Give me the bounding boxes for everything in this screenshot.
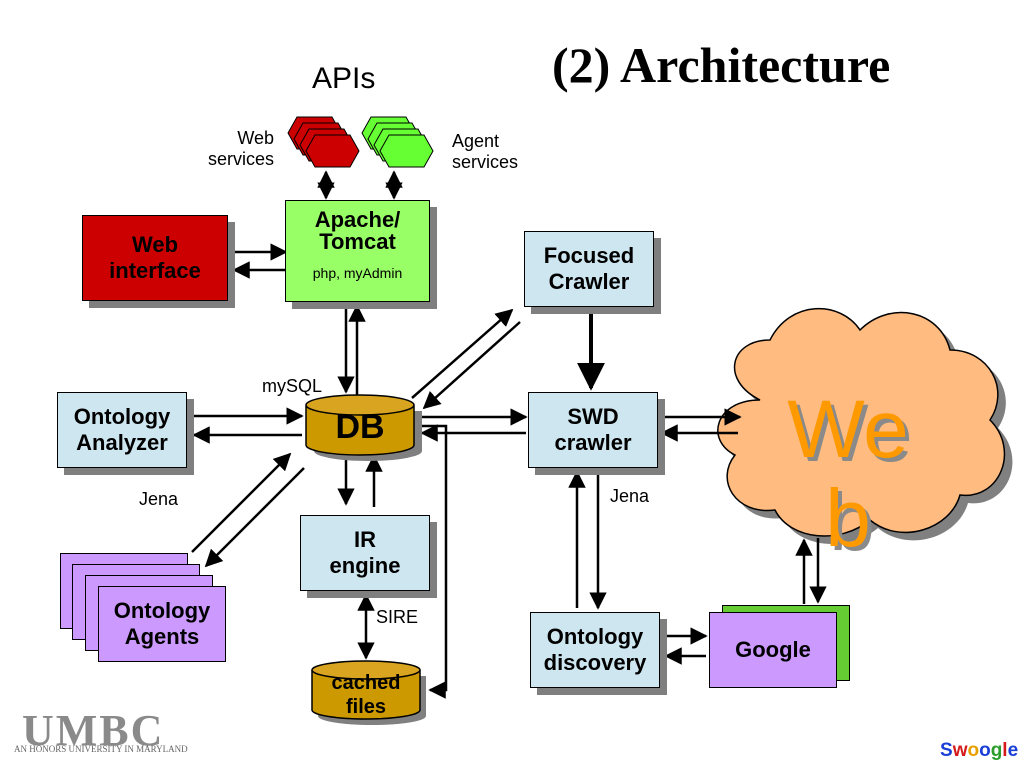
- web-services-label: Web services: [204, 128, 274, 170]
- connection-arrows: [190, 170, 827, 699]
- cached-files-cylinder: [311, 660, 426, 725]
- sire-label: SIRE: [376, 607, 419, 627]
- ir-engine-box: IR engine: [300, 515, 430, 591]
- agent-services-line-1: Agent: [452, 131, 500, 151]
- cached-files-line-2: files: [345, 696, 387, 718]
- mysql-label: mySQL: [262, 376, 323, 396]
- db-label: DB: [335, 408, 385, 446]
- slide-title: (2) Architecture: [552, 37, 891, 93]
- ontology-agents-line-1: Ontology: [113, 597, 211, 623]
- ontology-agents-line-2: Agents: [124, 624, 200, 649]
- swd-crawler-line-2: crawler: [554, 430, 632, 455]
- apache-line-1: Apache/: [314, 207, 401, 232]
- ir-engine-line-2: engine: [329, 553, 401, 578]
- google-label: Google: [735, 636, 811, 662]
- swoogle-letter: w: [952, 740, 968, 761]
- web-cloud-line-2: b: [825, 472, 871, 564]
- web-interface-box: Web interface: [82, 215, 228, 301]
- swd-crawler-box: SWD crawler: [528, 392, 658, 468]
- ontology-analyzer-box: Ontology Analyzer: [57, 392, 187, 468]
- swoogle-letter: o: [967, 740, 980, 761]
- ontology-agents-box: Ontology Agents: [98, 586, 226, 662]
- web-cloud-text: We b: [778, 384, 918, 564]
- web-cloud: [717, 308, 1013, 545]
- web-services-hexagons: [287, 116, 360, 168]
- focused-crawler-line-1: Focused: [543, 242, 635, 268]
- swoogle-letter: g: [990, 740, 1003, 761]
- db-cylinder: [305, 394, 422, 461]
- web-services-line-1: Web: [237, 128, 274, 148]
- swd-crawler-line-1: SWD: [567, 403, 619, 429]
- ontology-discovery-line-1: Ontology: [546, 623, 644, 649]
- ontology-analyzer-line-1: Ontology: [73, 403, 171, 429]
- ir-engine-line-1: IR: [354, 526, 376, 552]
- web-interface-line-2: interface: [109, 258, 201, 283]
- apache-line-2: Tomcat: [319, 229, 396, 254]
- ontology-discovery-box: Ontology discovery: [530, 612, 660, 688]
- web-interface-line-1: Web: [131, 231, 179, 257]
- swoogle-letter: l: [1002, 740, 1008, 761]
- web-cloud-line-1: We: [787, 384, 909, 475]
- web-services-line-2: services: [207, 149, 274, 169]
- jena-label-right: Jena: [610, 486, 650, 506]
- google-box: Google: [709, 612, 837, 688]
- swoogle-letter: o: [979, 740, 991, 761]
- umbc-tagline: AN HONORS UNIVERSITY IN MARYLAND: [14, 744, 188, 754]
- swoogle-letter: S: [940, 740, 953, 761]
- ontology-analyzer-line-2: Analyzer: [76, 430, 168, 455]
- agent-services-line-2: services: [452, 152, 519, 172]
- focused-crawler-line-2: Crawler: [548, 269, 630, 294]
- apis-label: APIs: [312, 62, 376, 95]
- ontology-discovery-line-2: discovery: [543, 650, 647, 675]
- agent-services-label: Agent services: [452, 131, 518, 173]
- swoogle-letter: e: [1007, 740, 1019, 761]
- apache-subtitle: php, myAdmin: [312, 265, 403, 281]
- cached-files-line-1: cached: [331, 672, 401, 694]
- umbc-logo: UMBC: [22, 706, 165, 755]
- swoogle-logo: Swoogle: [940, 740, 1018, 762]
- jena-label-left: Jena: [139, 489, 179, 509]
- focused-crawler-box: Focused Crawler: [524, 231, 654, 307]
- cached-files-label: cached files: [312, 671, 420, 719]
- apache-tomcat-box: Apache/ Tomcat php, myAdmin: [285, 200, 430, 302]
- agent-services-hexagons: [361, 116, 434, 168]
